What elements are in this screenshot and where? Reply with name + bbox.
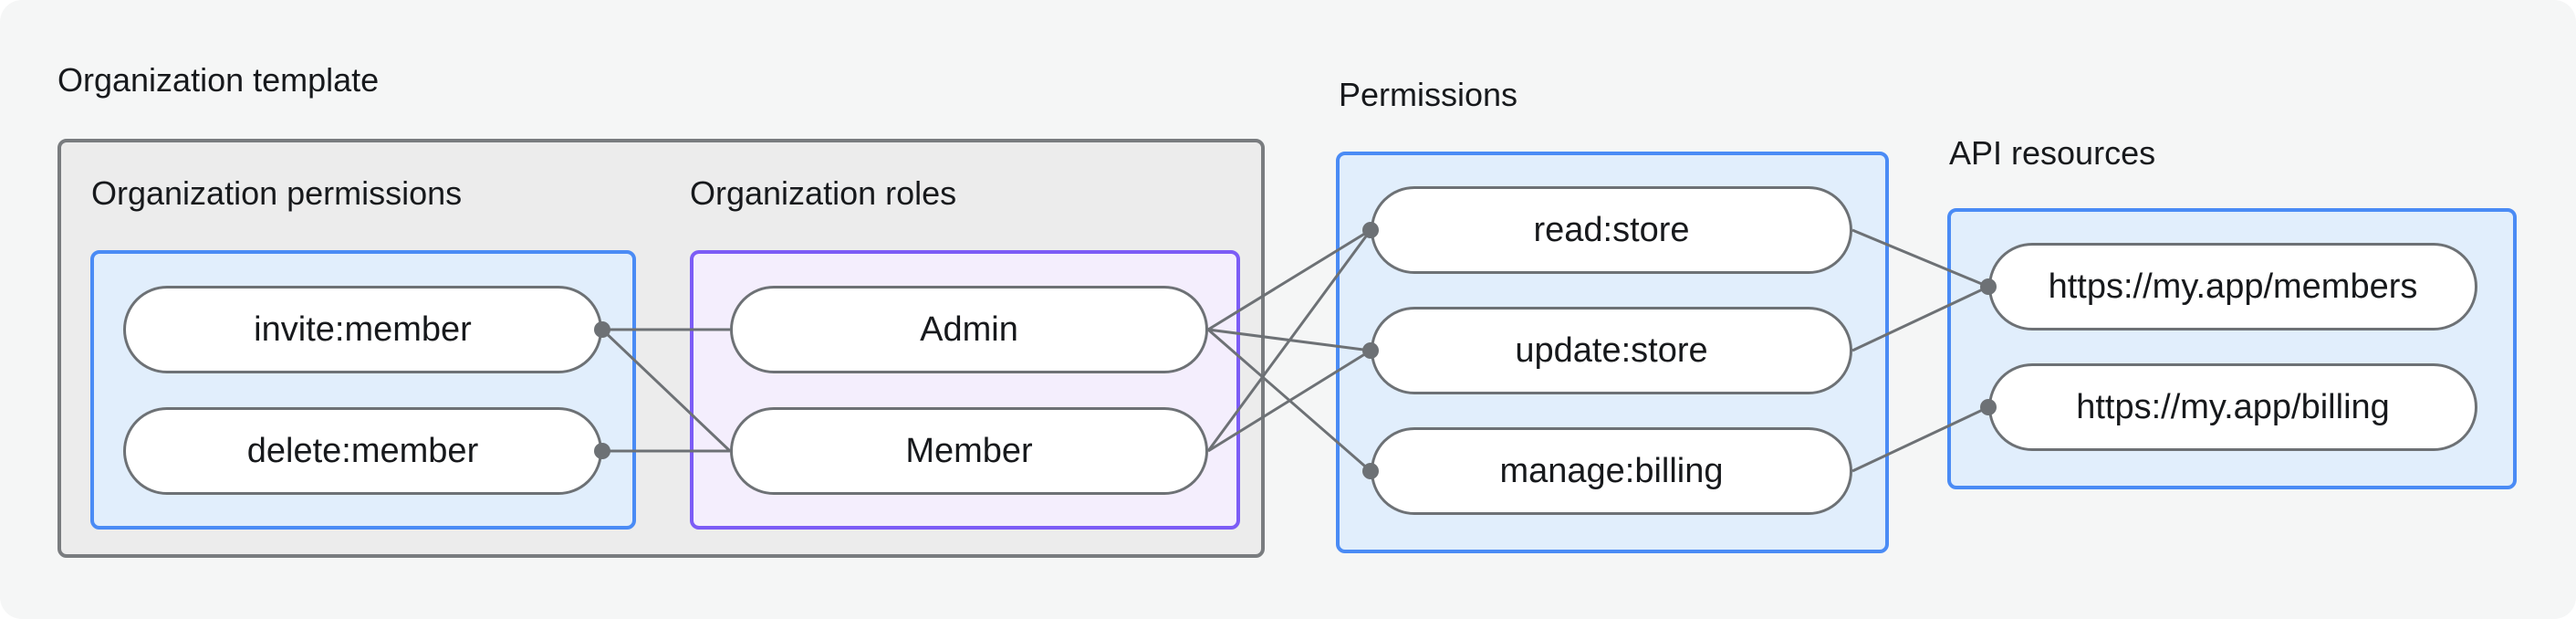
pill-delete-member: delete:member [123, 407, 602, 495]
pill-invite-member: invite:member [123, 286, 602, 373]
pill-update-store: update:store [1371, 307, 1852, 394]
pill-read-store: read:store [1371, 186, 1852, 274]
pill-api-billing: https://my.app/billing [1988, 363, 2477, 451]
pill-admin: Admin [730, 286, 1208, 373]
pill-api-members: https://my.app/members [1988, 243, 2477, 330]
org-permissions-label: Organization permissions [91, 174, 463, 212]
org-roles-label: Organization roles [690, 174, 957, 212]
api-resources-title: API resources [1949, 134, 2156, 172]
org-template-title: Organization template [57, 61, 380, 99]
pill-member: Member [730, 407, 1208, 495]
permissions-group-title: Permissions [1339, 76, 1518, 113]
pill-manage-billing: manage:billing [1371, 427, 1852, 515]
